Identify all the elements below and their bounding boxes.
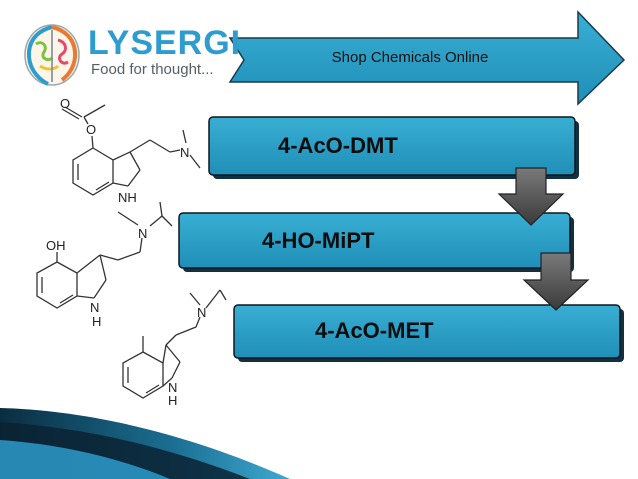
step-2-label: 4-HO-MiPT [262, 228, 375, 253]
down-arrow-icon [522, 252, 590, 311]
molecule-1-atom-o2: O [86, 122, 96, 137]
molecule-2-atom-oh: OH [46, 238, 66, 253]
molecule-3-atom-n: N [197, 305, 206, 320]
molecule-2-atom-n: N [138, 226, 147, 241]
step-2-box [178, 212, 571, 269]
logo-wordmark: LYSERGI [88, 24, 242, 62]
molecule-1-atom-n: N [180, 145, 189, 160]
down-arrow-icon [497, 167, 565, 226]
banner-label: Shop Chemicals Online [331, 49, 489, 66]
molecule-structure-1 [61, 104, 201, 196]
step-3-box [233, 304, 621, 359]
step-1-label: 4-AcO-DMT [278, 133, 398, 158]
molecule-3-atom-h: H [168, 393, 177, 408]
molecule-2-atom-n2: N [90, 300, 99, 315]
molecule-1-atom-nh: NH [118, 190, 137, 205]
step-3-label: 4-AcO-MET [315, 318, 434, 343]
decorative-swoosh [0, 408, 290, 479]
molecule-1-atom-o1: O [60, 96, 70, 111]
molecule-structure-2 [36, 201, 173, 309]
logo-tagline: Food for thought... [91, 61, 214, 78]
molecule-2-atom-h: H [92, 314, 101, 329]
brain-logo-icon [24, 24, 80, 86]
banner-arrow [228, 10, 626, 106]
step-1-box [208, 116, 576, 176]
molecule-structure-3 [122, 289, 227, 399]
molecule-3-atom-n2: N [168, 380, 177, 395]
